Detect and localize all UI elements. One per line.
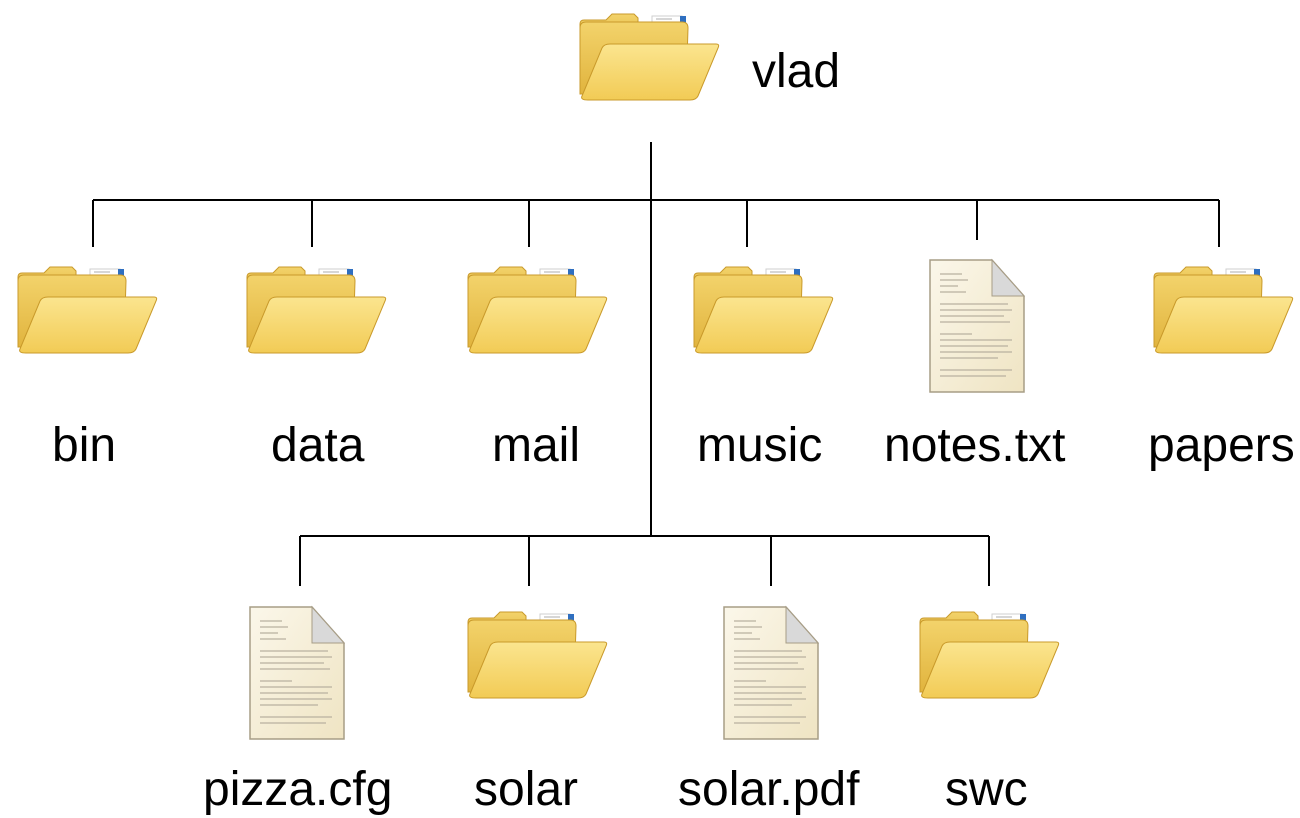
node-label: solar.pdf [678, 763, 860, 816]
node-label: swc [945, 763, 1028, 816]
node-label: bin [52, 419, 117, 472]
node-label: solar [474, 763, 579, 816]
node-label: music [697, 419, 823, 472]
node-label: papers [1148, 419, 1295, 472]
node-label: pizza.cfg [203, 763, 393, 816]
node-label: vlad [752, 45, 841, 98]
node-label: data [271, 419, 365, 472]
node-label: mail [492, 419, 581, 472]
node-label: notes.txt [884, 419, 1066, 472]
